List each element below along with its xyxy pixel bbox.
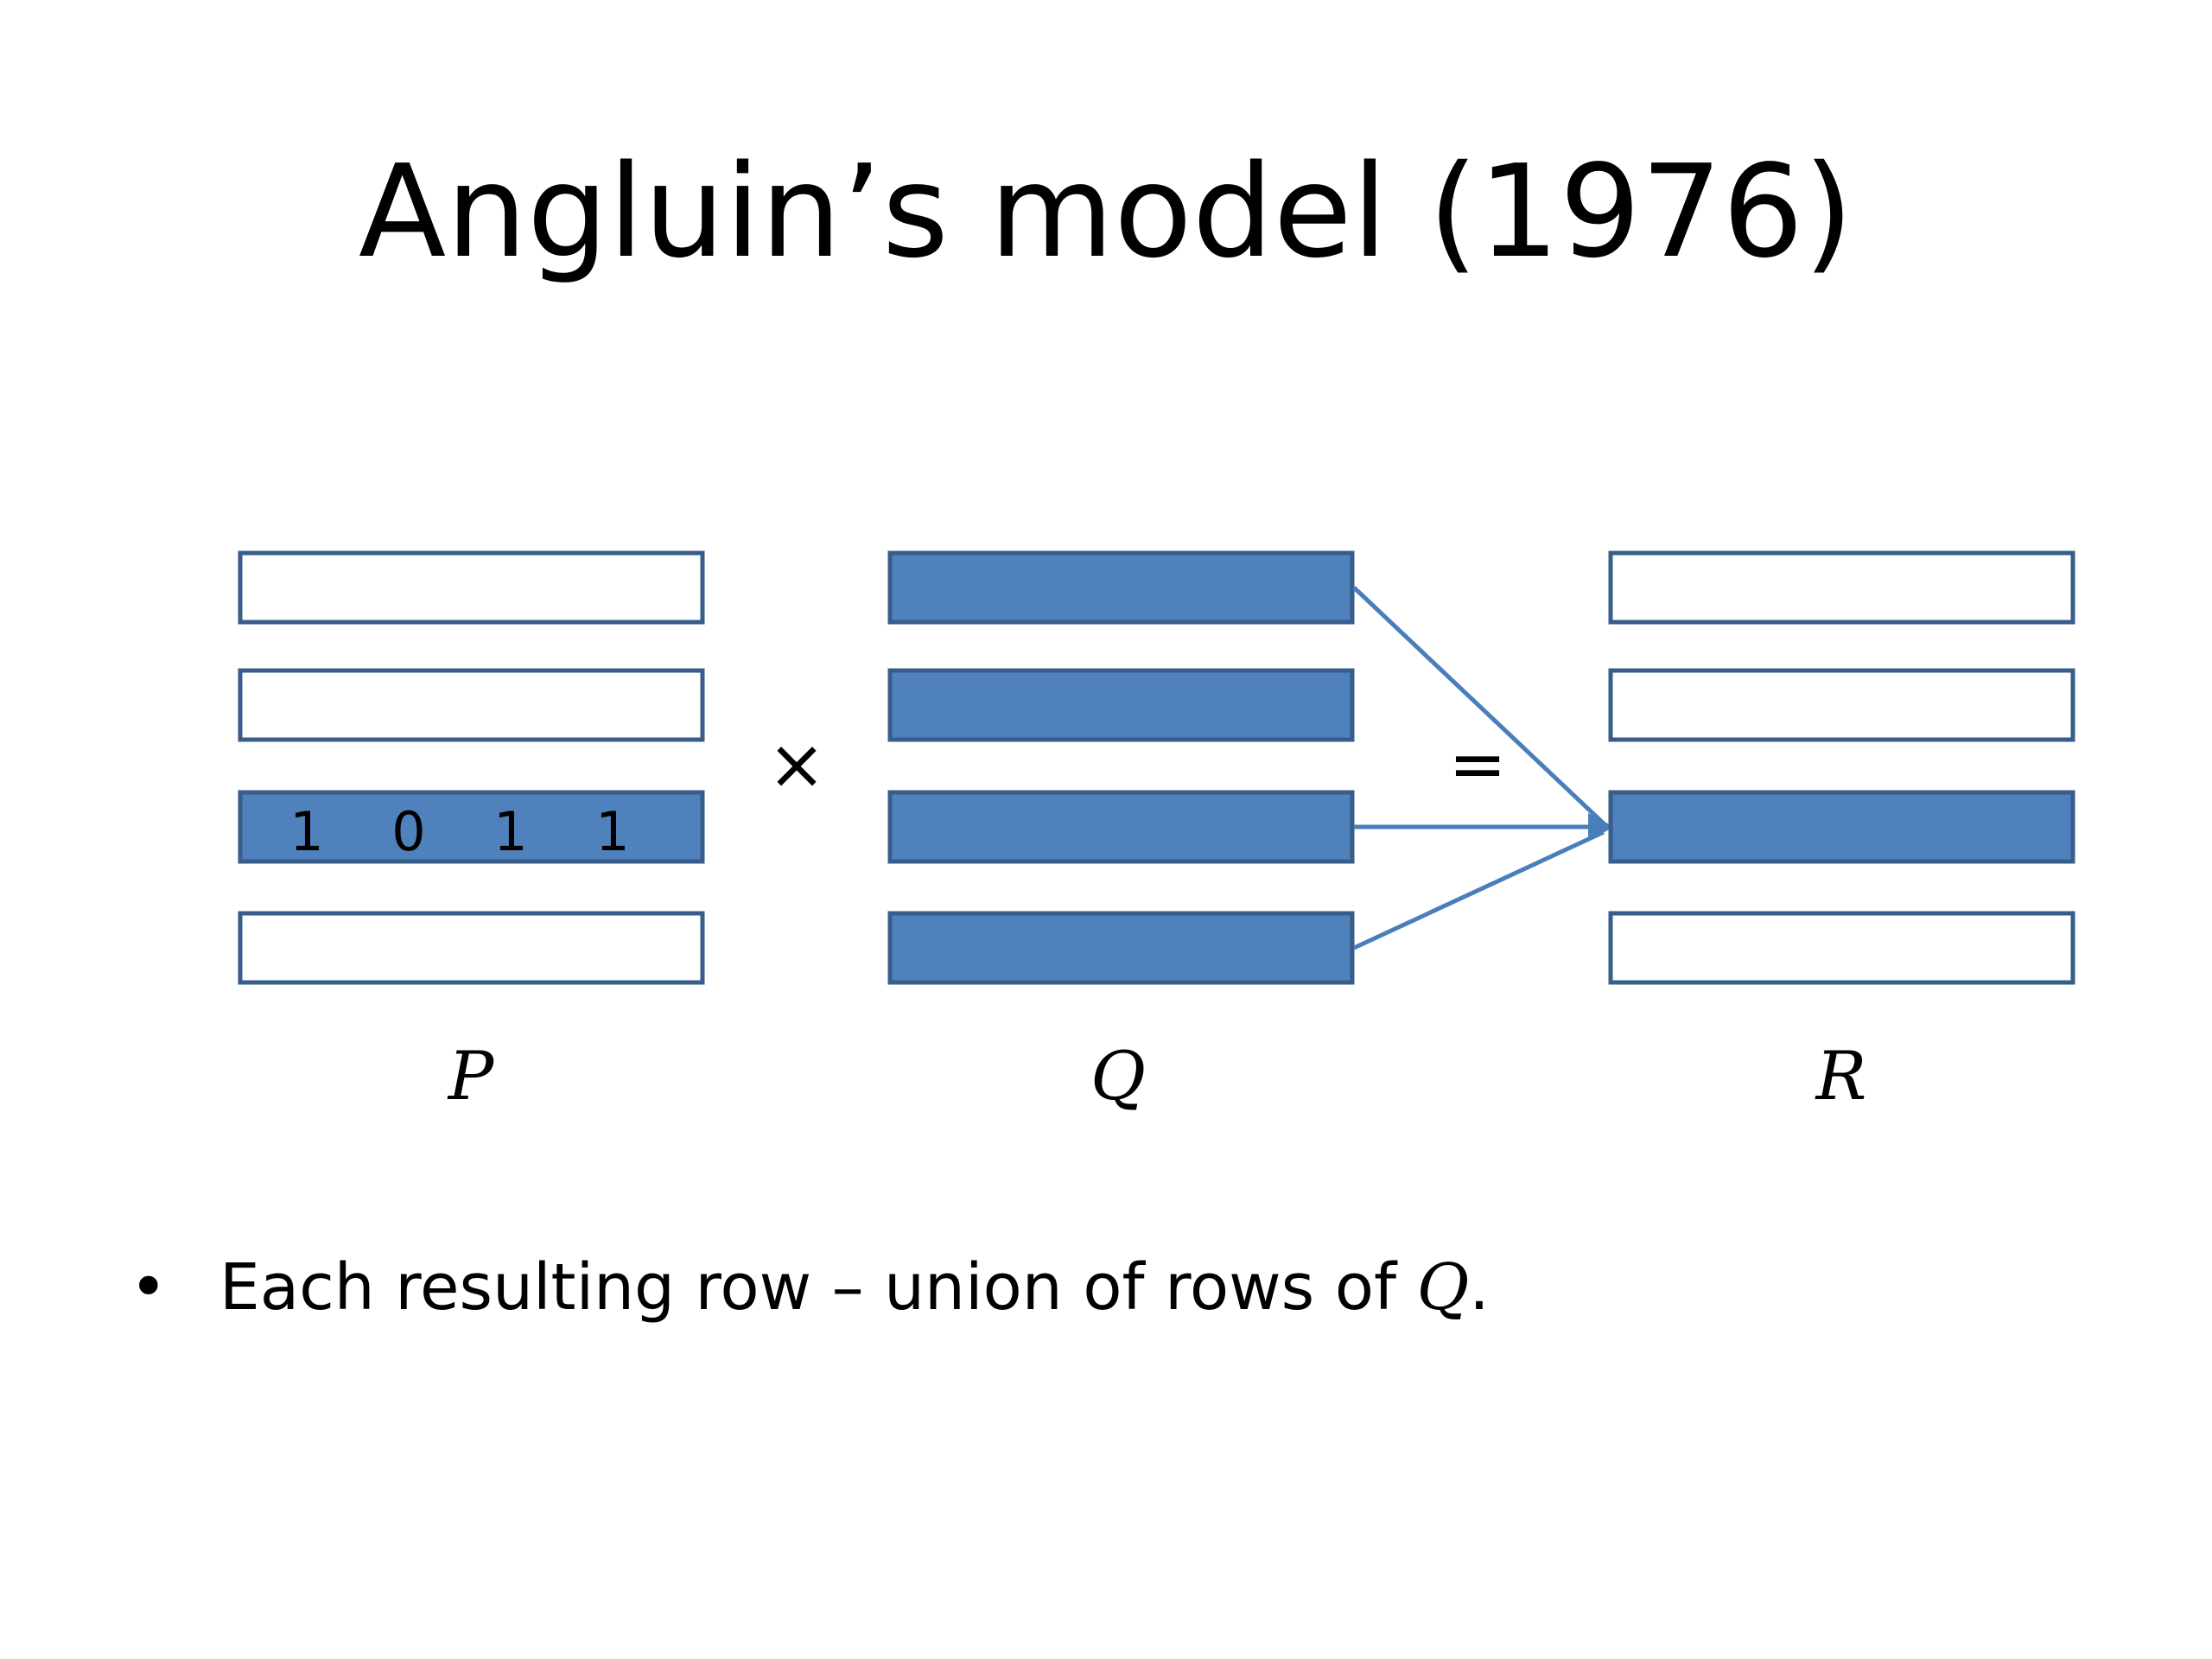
matrix-q: Q — [887, 550, 1355, 1116]
arrow-from-q-row-4 — [1352, 830, 1605, 950]
matrix-p-row-2 — [238, 668, 705, 742]
matrix-r-row-3 — [1608, 790, 2075, 864]
p-row-value-2: 0 — [391, 800, 425, 863]
matrix-q-row-2 — [887, 668, 1355, 742]
p-row-value-4: 1 — [595, 800, 629, 863]
matrix-r-row-1 — [1608, 550, 2075, 625]
matrix-q-row-3 — [887, 790, 1355, 864]
matrix-q-row-4 — [887, 911, 1355, 985]
matrix-p: 1 0 1 1 P — [238, 550, 705, 1116]
matrix-r-row-4 — [1608, 911, 2075, 985]
bullet-end: . — [1469, 1250, 1490, 1325]
p-row-value-1: 1 — [289, 800, 323, 863]
matrix-p-row-4 — [238, 911, 705, 985]
arrowhead-icon — [1588, 813, 1614, 841]
matrix-r: R — [1608, 550, 2075, 1116]
bullet-text: Each resulting row – union of rows of — [219, 1250, 1417, 1325]
matrix-q-row-1 — [887, 550, 1355, 625]
bullet-marker: • — [130, 1250, 168, 1325]
matrix-p-row-1 — [238, 550, 705, 625]
bullet-item: • Each resulting row – union of rows of Q… — [130, 1244, 1490, 1331]
matrix-r-label: R — [1815, 1038, 1867, 1116]
matrix-p-label: P — [447, 1038, 495, 1116]
p-row-value-3: 1 — [493, 800, 527, 863]
matrix-q-label: Q — [1090, 1038, 1146, 1116]
arrow-from-q-row-1 — [1352, 586, 1607, 827]
bullet-variable: Q — [1416, 1250, 1470, 1325]
equals-sign: = — [1448, 724, 1506, 804]
times-sign: × — [767, 724, 825, 804]
matrix-r-row-2 — [1608, 668, 2075, 742]
slide-title: Angluin’s model (1976) — [358, 137, 1854, 286]
union-arrows — [1352, 586, 1614, 950]
matrix-p-row-3 — [238, 790, 705, 864]
